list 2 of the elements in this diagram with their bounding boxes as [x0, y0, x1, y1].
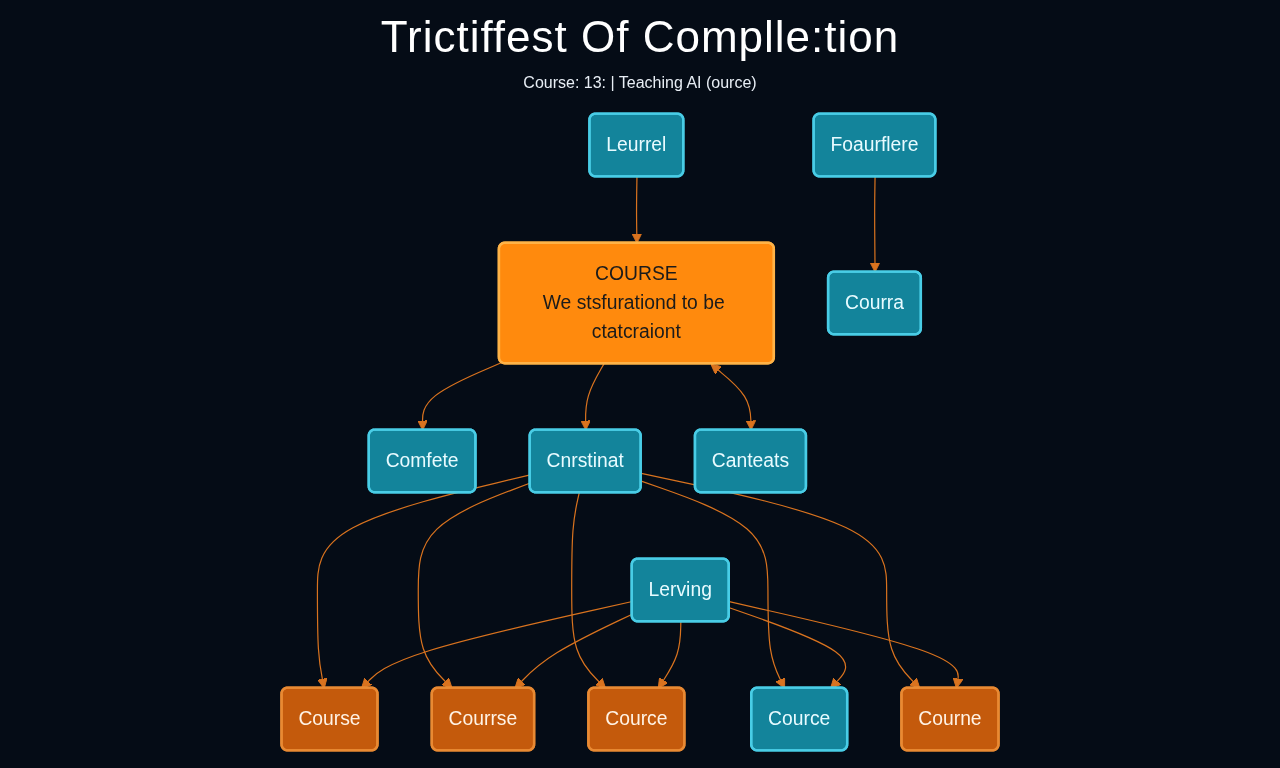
title: Trictiffest Of Complle:tion: [380, 12, 900, 62]
subtitle: Course: 13: | Teaching AI (ource): [523, 74, 757, 92]
